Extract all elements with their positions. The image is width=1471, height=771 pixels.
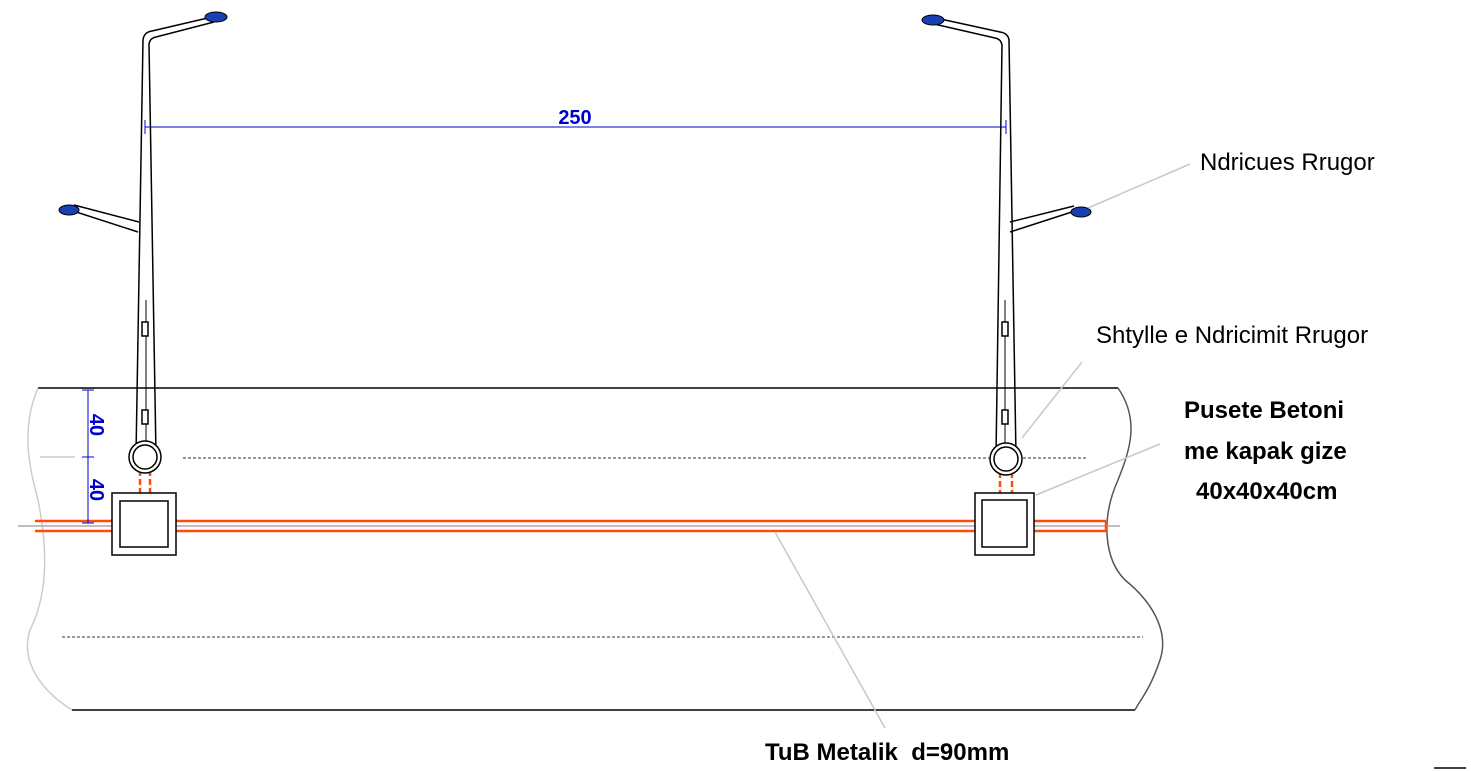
street-light-pole-left <box>69 16 215 474</box>
label-pole: Shtylle e Ndricimit Rrugor <box>1096 322 1368 349</box>
lamp-heads-left <box>58 11 228 216</box>
road-right-break-line <box>1106 387 1164 711</box>
cable-conduit <box>35 470 1108 533</box>
dimension-span-label: 250 <box>558 107 591 129</box>
leader-lines <box>774 163 1191 729</box>
lamp-heads-right <box>921 14 1092 218</box>
road-left-break-line <box>26 387 73 711</box>
lamp-head-icon <box>58 204 80 216</box>
label-street-light: Ndricues Rrugor <box>1200 149 1375 176</box>
label-pipe: TuB Metalik d=90mm <box>765 739 1009 766</box>
dimension-span <box>144 120 1007 134</box>
manhole-right <box>974 492 1035 556</box>
label-manhole-line2: me kapak gize <box>1184 438 1347 465</box>
street-light-pole-right <box>933 17 1079 476</box>
manhole-left <box>111 492 177 556</box>
lamp-head-icon <box>204 11 228 23</box>
dimension-offset-bottom-label: 40 <box>85 479 107 501</box>
label-manhole-line1: Pusete Betoni <box>1184 397 1344 424</box>
dimension-offset <box>82 389 94 524</box>
road-outline <box>18 387 1164 711</box>
dimension-offset-top-label: 40 <box>85 414 107 436</box>
lamp-head-icon <box>921 14 945 26</box>
label-manhole-line3: 40x40x40cm <box>1196 478 1337 505</box>
lamp-head-icon <box>1070 206 1092 218</box>
